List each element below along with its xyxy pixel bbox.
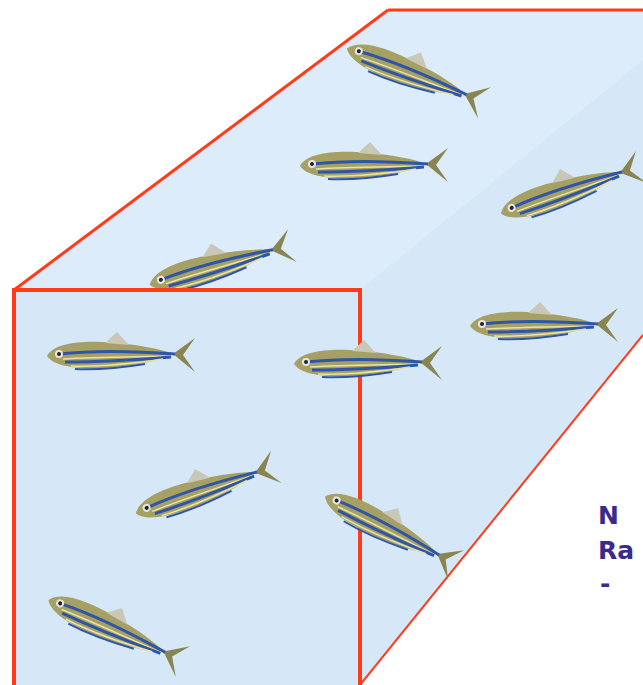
side-note: - xyxy=(600,570,610,598)
side-note: N xyxy=(598,502,619,530)
side-note: Ra xyxy=(598,537,634,565)
